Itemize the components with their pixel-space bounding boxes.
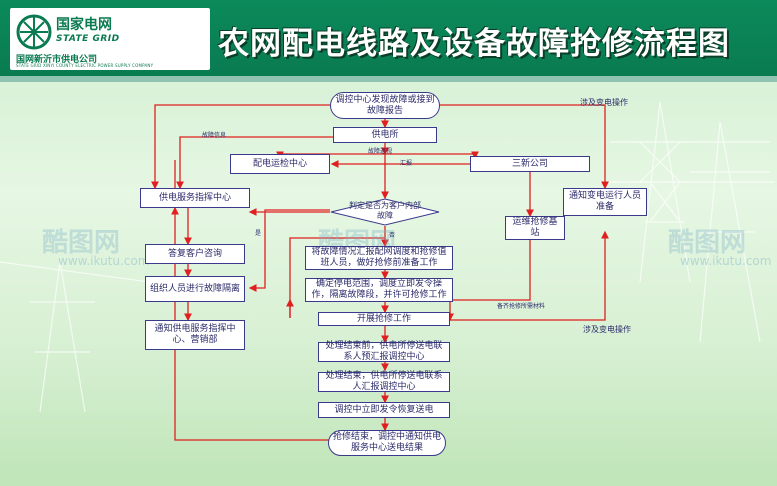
node-end: 抢修结束，调控中通知供电服务中心送电结果 [328,430,446,456]
node-gongdiansuo: 供电所 [333,127,437,143]
node-confirm-step: 确定停电范围，调度立即发令操作，隔离故障段，并许可抢修工作 [305,278,453,302]
watermark-url-left: www.ikutu.com [58,254,150,268]
label-yes: 是 [255,230,262,237]
node-judge-text: 判定是否为客户内部故障 [349,201,421,220]
header-bar: 国家电网 STATE GRID 国网新沂市供电公司 STATE GRID XIN… [0,0,777,82]
node-after-end: 处理结束，供电所停送电联系人汇报调控中心 [318,371,450,392]
state-grid-logo-icon [16,14,52,50]
node-service-center: 供电服务指挥中心 [140,188,250,208]
node-sanxin: 三新公司 [470,156,590,172]
node-start-repair: 开展抢修工作 [318,312,450,326]
node-reply-customer: 答复客户咨询 [145,244,245,264]
label-substation-op-mid: 涉及变电操作 [583,325,631,334]
header-stripe [0,76,777,82]
page-title: 农网配电线路及设备故障抢修流程图 [218,26,730,62]
watermark-brand-right: 酷图网 [668,228,747,258]
watermark-url-right: www.ikutu.com [680,254,772,268]
watermark-brand-left: 酷图网 [42,228,121,258]
label-report: 汇报 [400,160,413,167]
logo-chinese-name: 国家电网 [56,17,112,33]
node-judge-diamond: 判定是否为客户内部故障 [330,198,440,226]
label-fault-handle: 故障巡视 [368,148,393,155]
node-report-step: 将故障情况汇报配网调度和抢修值班人员，做好抢修前准备工作 [305,246,453,270]
company-name: 国网新沂市供电公司 [16,55,98,65]
node-notify-substation: 通知变电运行人员准备 [563,188,647,216]
label-no: 否 [389,232,396,239]
node-restore-power: 调控中立即发令恢复送电 [318,402,450,418]
node-maintenance-station: 运维抢修基站 [505,216,565,240]
background-pylons [0,101,775,413]
label-substation-op-top: 涉及变电操作 [580,98,628,107]
label-prepare-materials: 备齐抢修所需材料 [497,303,546,310]
node-before-end: 处理结束前，供电所停送电联系人预汇报调控中心 [318,341,450,362]
node-organize-isolation: 组织人员进行故障隔离 [145,276,245,302]
logo-english-name: STATE GRID [56,34,120,44]
node-peidian-center: 配电运检中心 [230,154,330,174]
label-fault-info: 故障信息 [202,132,227,139]
company-logo: 国家电网 STATE GRID 国网新沂市供电公司 STATE GRID XIN… [10,8,210,70]
node-notify-service: 通知供电服务指挥中心、营销部 [145,320,245,350]
company-english-name: STATE GRID XINYI COUNTY ELECTRIC POWER S… [16,63,154,68]
node-start: 调控中心发现故障或接到故障报告 [330,92,440,119]
